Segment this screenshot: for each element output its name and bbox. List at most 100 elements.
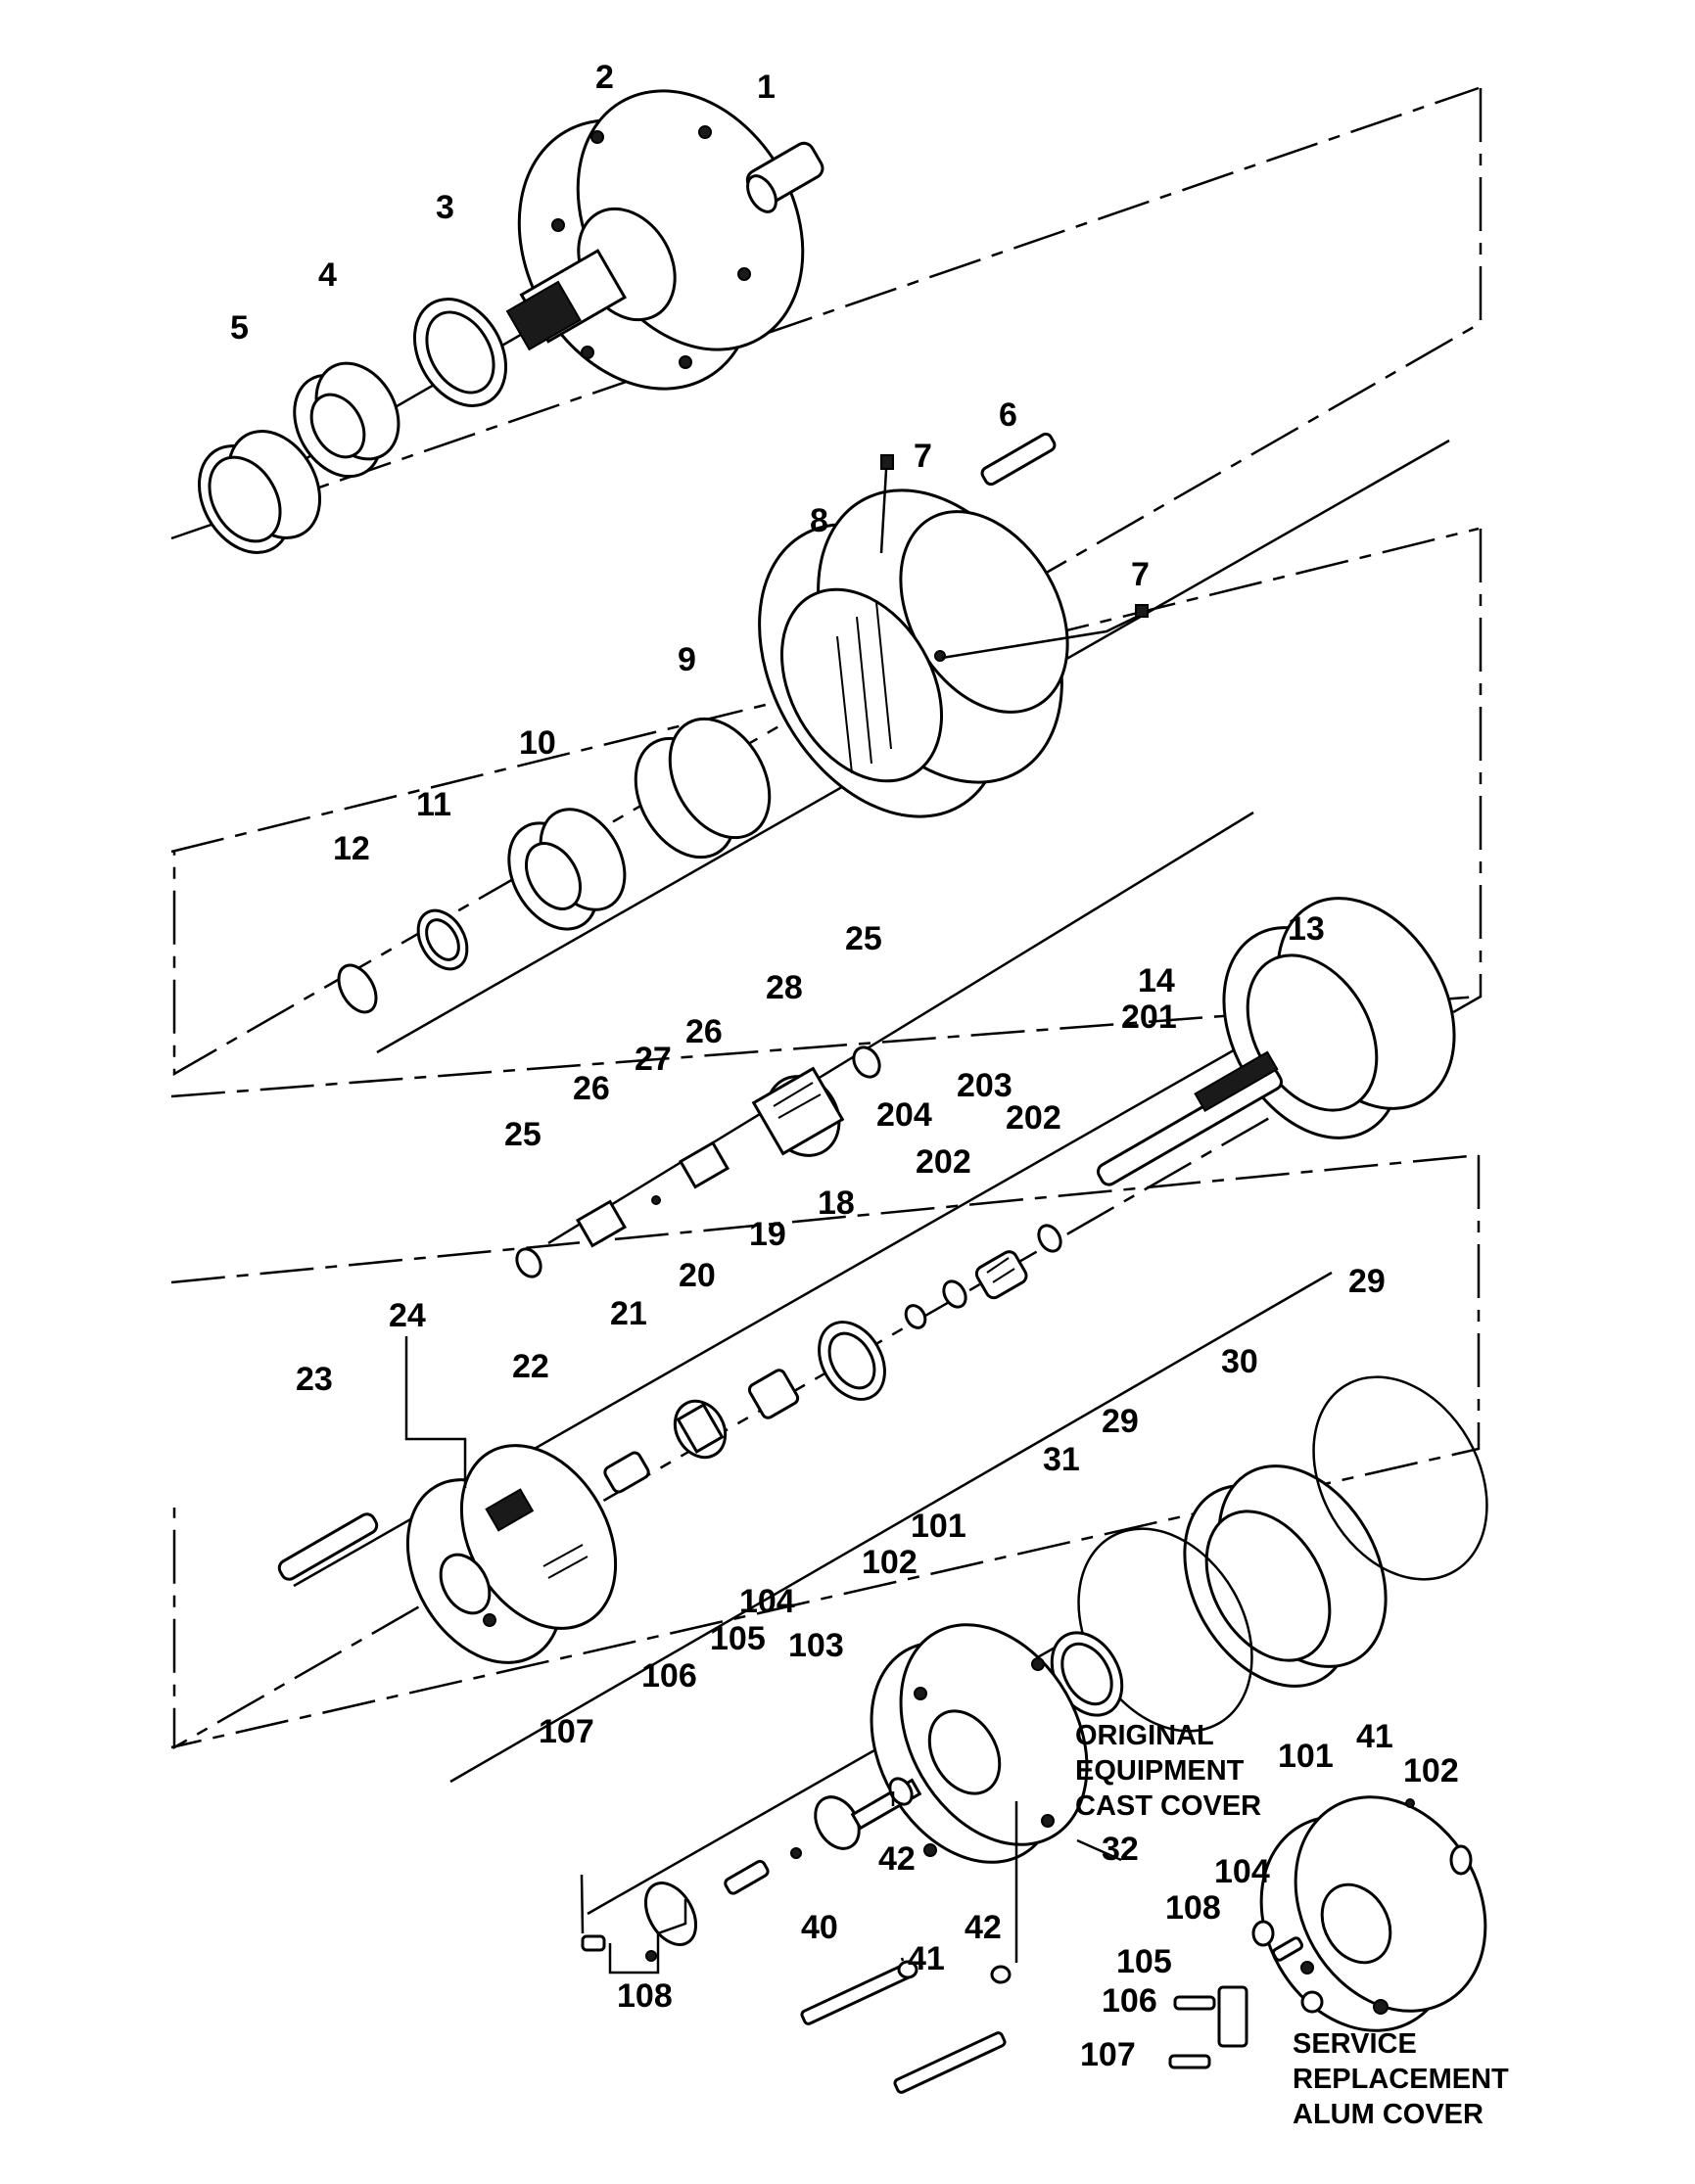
disconnect-plate <box>643 1882 698 1946</box>
part-label-26a: 26 <box>685 1013 723 1050</box>
pilot-bushing <box>745 141 824 213</box>
part-label-203: 203 <box>957 1067 1012 1104</box>
gear-small-b <box>575 1199 628 1248</box>
thrust-washer-cover <box>1050 1631 1124 1717</box>
bearing-cone <box>293 361 400 479</box>
part-label-21: 21 <box>610 1295 647 1332</box>
part-label-31: 31 <box>1043 1441 1080 1478</box>
part-label-42b: 42 <box>965 1909 1002 1946</box>
part-label-4: 4 <box>318 256 337 294</box>
part-label-202a: 202 <box>916 1143 971 1181</box>
note-alum-cover: SERVICE REPLACEMENT ALUM COVER <box>1293 2026 1509 2132</box>
part-label-10: 10 <box>519 724 556 762</box>
note-cast-cover: ORIGINAL EQUIPMENT CAST COVER <box>1075 1718 1261 1824</box>
bearing-cup <box>197 430 322 554</box>
part-label-104b: 104 <box>1214 1853 1270 1890</box>
seal <box>412 298 508 407</box>
part-label-23: 23 <box>296 1361 333 1398</box>
part-label-41a: 41 <box>908 1940 945 1977</box>
service-small-parts <box>1168 1798 1473 2069</box>
sun-gear <box>751 1066 845 1157</box>
part-label-201: 201 <box>1121 999 1177 1036</box>
aluminum-cover <box>1259 1795 1487 2032</box>
part-label-40: 40 <box>801 1909 838 1946</box>
part-label-108a: 108 <box>617 1977 673 2015</box>
planet-pin <box>277 1512 379 1581</box>
bearing-cone-outer <box>507 808 627 931</box>
disconnect-rod <box>724 1859 770 1895</box>
part-label-42a: 42 <box>878 1840 916 1878</box>
planet-gear <box>673 1399 728 1460</box>
part-label-6: 6 <box>999 396 1017 434</box>
part-label-29a: 29 <box>1348 1263 1386 1300</box>
bearing-needle <box>747 1369 800 1419</box>
part-label-202b: 202 <box>1006 1099 1061 1137</box>
part-label-101b: 101 <box>1278 1738 1334 1775</box>
thrust-washer <box>416 908 469 971</box>
part-label-27: 27 <box>635 1041 672 1078</box>
part-label-28: 28 <box>766 969 803 1006</box>
part-label-24: 24 <box>389 1297 426 1334</box>
part-label-32: 32 <box>1102 1831 1139 1868</box>
part-label-1: 1 <box>757 69 776 106</box>
hub-flange <box>505 89 805 391</box>
input-shaft <box>1096 1050 1284 1186</box>
part-label-105b: 105 <box>1116 1943 1172 1980</box>
part-label-20: 20 <box>679 1257 716 1294</box>
part-label-102b: 102 <box>1403 1752 1459 1789</box>
part-label-18: 18 <box>818 1185 855 1222</box>
part-label-29b: 29 <box>1102 1403 1139 1440</box>
note-alum-cover-line-1: SERVICE <box>1293 2028 1417 2060</box>
o-ring-right <box>1312 1375 1488 1581</box>
part-label-107a: 107 <box>539 1713 594 1750</box>
part-label-107b: 107 <box>1080 2036 1136 2073</box>
cover-bolts <box>581 1934 1012 2094</box>
gear-small-a <box>678 1140 730 1189</box>
part-label-104a: 104 <box>739 1583 795 1620</box>
part-label-103: 103 <box>788 1627 844 1664</box>
note-cast-cover-line-2: EQUIPMENT <box>1075 1755 1245 1787</box>
part-label-108b: 108 <box>1165 1889 1221 1927</box>
washers-small <box>515 1046 1062 1329</box>
part-label-9: 9 <box>678 641 696 678</box>
part-label-106b: 106 <box>1102 1982 1157 2020</box>
leader-24 <box>404 1336 467 1488</box>
part-label-26b: 26 <box>573 1070 610 1107</box>
part-label-7b: 7 <box>1131 556 1150 593</box>
retaining-ring <box>337 963 378 1014</box>
part-label-25b: 25 <box>504 1116 541 1153</box>
part-label-19: 19 <box>749 1216 786 1253</box>
bearing-cup-outer <box>634 717 772 860</box>
part-label-5: 5 <box>230 309 249 347</box>
planet-carrier <box>405 1444 618 1664</box>
spring <box>974 1250 1028 1300</box>
part-label-3: 3 <box>436 189 454 226</box>
part-label-11: 11 <box>416 786 451 823</box>
note-cast-cover-line-3: CAST COVER <box>1075 1790 1262 1822</box>
spacer <box>603 1451 650 1494</box>
part-label-12: 12 <box>333 830 370 867</box>
ring-gear-outer <box>1183 1464 1388 1688</box>
part-label-30: 30 <box>1221 1343 1258 1380</box>
part-label-2: 2 <box>595 59 614 96</box>
part-label-13: 13 <box>1288 910 1325 948</box>
part-label-105a: 105 <box>710 1620 766 1657</box>
part-label-8: 8 <box>810 502 828 539</box>
part-label-41b: 41 <box>1356 1718 1393 1755</box>
part-label-106a: 106 <box>641 1657 697 1695</box>
leader-lines-cover <box>580 1791 1122 1975</box>
part-label-204: 204 <box>876 1096 932 1134</box>
cast-cover <box>870 1623 1089 1864</box>
part-label-101a: 101 <box>911 1508 966 1545</box>
part-label-25a: 25 <box>845 920 882 957</box>
part-label-14: 14 <box>1138 962 1175 999</box>
note-cast-cover-line-1: ORIGINAL <box>1075 1720 1214 1751</box>
thrust-washer-large <box>818 1321 886 1401</box>
bolt <box>980 432 1057 487</box>
part-label-22: 22 <box>512 1348 549 1385</box>
housing <box>758 454 1149 818</box>
note-alum-cover-line-2: REPLACEMENT <box>1293 2064 1509 2095</box>
part-label-7a: 7 <box>914 438 932 475</box>
